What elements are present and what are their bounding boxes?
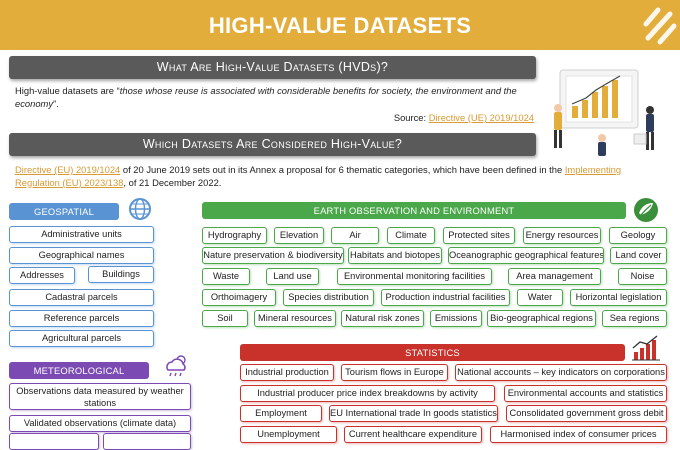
dataset-protected-sites: Protected sites bbox=[443, 227, 515, 244]
definition-quote: those whose reuse is associated with con… bbox=[15, 85, 517, 109]
dataset-water: Water bbox=[517, 289, 563, 306]
dataset-industrial-production: Industrial production bbox=[240, 364, 334, 381]
dataset-eu-international-trade: EU International trade In goods statisti… bbox=[329, 405, 498, 422]
intro-text-1: of 20 June 2019 sets out in its Annex a … bbox=[120, 164, 565, 175]
dataset-employment: Employment bbox=[240, 405, 322, 422]
dataset-healthcare-expenditure: Current healthcare expenditure bbox=[344, 426, 482, 443]
dataset-validated-observations: Validated observations (climate data) bbox=[9, 415, 191, 432]
leaf-globe-icon bbox=[634, 198, 658, 222]
definition-source: Source: Directive (UE) 2019/1024 bbox=[300, 112, 534, 125]
dataset-nature-preservation: Nature preservation & biodiversity bbox=[202, 247, 344, 264]
category-geospatial: GEOSPATIAL bbox=[9, 203, 119, 220]
dataset-elevation: Elevation bbox=[274, 227, 324, 244]
dataset-industrial-producer-price: Industrial producer price index breakdow… bbox=[240, 385, 495, 402]
dataset-area-management: Area management bbox=[508, 268, 601, 285]
header-banner: HIGH-VALUE DATASETS bbox=[0, 0, 680, 50]
dataset-species-distribution: Species distribution bbox=[283, 289, 374, 306]
dataset-mineral-resources: Mineral resources bbox=[254, 310, 336, 327]
source-link[interactable]: Directive (UE) 2019/1024 bbox=[428, 112, 534, 123]
dataset-geology: Geology bbox=[609, 227, 667, 244]
dataset-geographical-names: Geographical names bbox=[9, 247, 154, 264]
dataset-bio-geographical-regions: Bio-geographical regions bbox=[487, 310, 596, 327]
bar-chart-icon bbox=[632, 335, 660, 361]
dataset-consumer-prices: Harmonised index of consumer prices bbox=[490, 426, 667, 443]
definition-suffix: ”. bbox=[53, 97, 59, 109]
intro-text-2: , of 21 December 2022. bbox=[123, 176, 222, 188]
dataset-emissions: Emissions bbox=[430, 310, 482, 327]
dataset-energy-resources: Energy resources bbox=[523, 227, 601, 244]
category-meteorological: METEOROLOGICAL bbox=[9, 362, 149, 379]
regulation-link[interactable]: Implementing Regulation (EU) 2023/138 bbox=[15, 164, 622, 188]
dataset-tourism-flows: Tourism flows in Europe bbox=[341, 364, 448, 381]
category-earth-observation: EARTH OBSERVATION AND ENVIRONMENT bbox=[202, 202, 626, 219]
dataset-production-industrial: Production industrial facilities bbox=[381, 289, 510, 306]
dataset-land-cover: Land cover bbox=[610, 247, 667, 264]
page-title: HIGH-VALUE DATASETS bbox=[208, 13, 472, 38]
dataset-soil: Soil bbox=[202, 310, 248, 327]
directive-link[interactable]: Directive (EU) 2019/1024 bbox=[15, 164, 121, 175]
dataset-addresses: Addresses bbox=[9, 267, 75, 284]
dataset-climate: Climate bbox=[387, 227, 435, 244]
dataset-government-gross-debit: Consolidated government gross debit bbox=[506, 405, 667, 422]
dataset-cadastral-parcels: Cadastral parcels bbox=[9, 289, 154, 306]
dataset-agricultural-parcels: Agricultural parcels bbox=[9, 330, 154, 347]
globe-icon bbox=[129, 198, 151, 220]
dataset-unemployment: Unemployment bbox=[240, 426, 337, 443]
dataset-oceanographic-features: Oceanographic geographical features bbox=[448, 247, 604, 264]
dataset-natural-risk-zones: Natural risk zones bbox=[341, 310, 424, 327]
dataset-hydrography: Hydrography bbox=[202, 227, 267, 244]
dataset-national-accounts: National accounts – key indicators on co… bbox=[455, 364, 667, 381]
section-heading-which: Which Datasets Are Considered High-Value… bbox=[9, 133, 536, 156]
dataset-orthoimagery: Orthoimagery bbox=[202, 289, 276, 306]
logo-icon bbox=[643, 7, 677, 45]
dataset-administrative-units: Administrative units bbox=[9, 226, 154, 243]
presentation-illustration bbox=[554, 69, 654, 156]
dataset-land-use: Land use bbox=[266, 268, 319, 285]
dataset-habitats-biotopes: Habitats and biotopes bbox=[348, 247, 442, 264]
dataset-waste: Waste bbox=[202, 268, 250, 285]
dataset-noise: Noise bbox=[618, 268, 667, 285]
source-label: Source: bbox=[393, 112, 429, 123]
definition-text: High-value datasets are “those whose reu… bbox=[15, 85, 535, 110]
dataset-observations-weather-stations: Observations data measured by weather st… bbox=[9, 383, 191, 410]
dataset-environmental-monitoring: Environmental monitoring facilities bbox=[337, 268, 492, 285]
dataset-reference-parcels: Reference parcels bbox=[9, 310, 154, 327]
intro-text: Directive (EU) 2019/1024 of 20 June 2019… bbox=[15, 164, 665, 189]
dataset-sea-regions: Sea regions bbox=[602, 310, 667, 327]
weather-cloud-icon bbox=[166, 355, 186, 377]
dataset-environmental-accounts: Environmental accounts and statistics bbox=[504, 385, 667, 402]
dataset-air: Air bbox=[331, 227, 379, 244]
category-statistics: STATISTICS bbox=[240, 344, 625, 361]
definition-prefix: High-value datasets are “ bbox=[15, 85, 120, 96]
dataset-buildings: Buildings bbox=[88, 266, 154, 283]
dataset-horizontal-legislation: Horizontal legislation bbox=[570, 289, 667, 306]
section-heading-what: What Are High-Value Datasets (HVDs)? bbox=[9, 56, 536, 79]
